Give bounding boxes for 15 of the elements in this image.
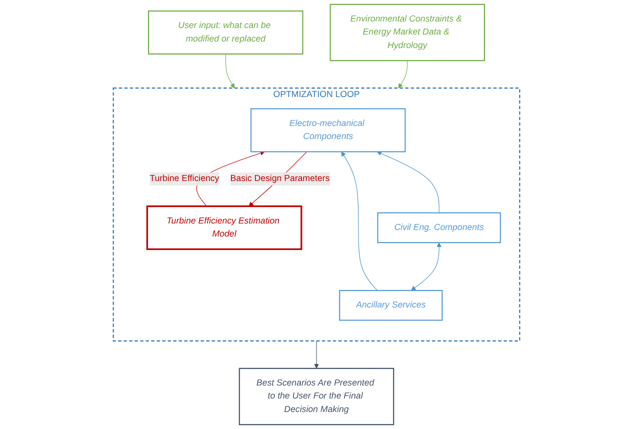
node-box: Environmental Constraints & Energy Market Data & Hydrology (330, 4, 486, 62)
node-box: Ancillary Services (339, 290, 443, 321)
node-box: Turbine Efficiency Estimation Model (146, 205, 302, 250)
arrow (398, 60, 408, 88)
node-box: Best Scenarios Are Presented to the User For the Final Decision Making (238, 368, 394, 426)
edge-label: Turbine Efficiency (150, 174, 220, 184)
arrow (341, 152, 378, 291)
node-box: Civil Eng. Components (377, 212, 501, 244)
arrow (225, 54, 235, 88)
arrow (411, 242, 442, 291)
arrow (376, 151, 440, 214)
node-box: User input: what can be modified or replaced (148, 10, 304, 55)
arrow (314, 340, 319, 369)
edge-label: Basic Design Parameters (230, 174, 330, 184)
node-box: Electro-mechanical Components (250, 108, 406, 152)
